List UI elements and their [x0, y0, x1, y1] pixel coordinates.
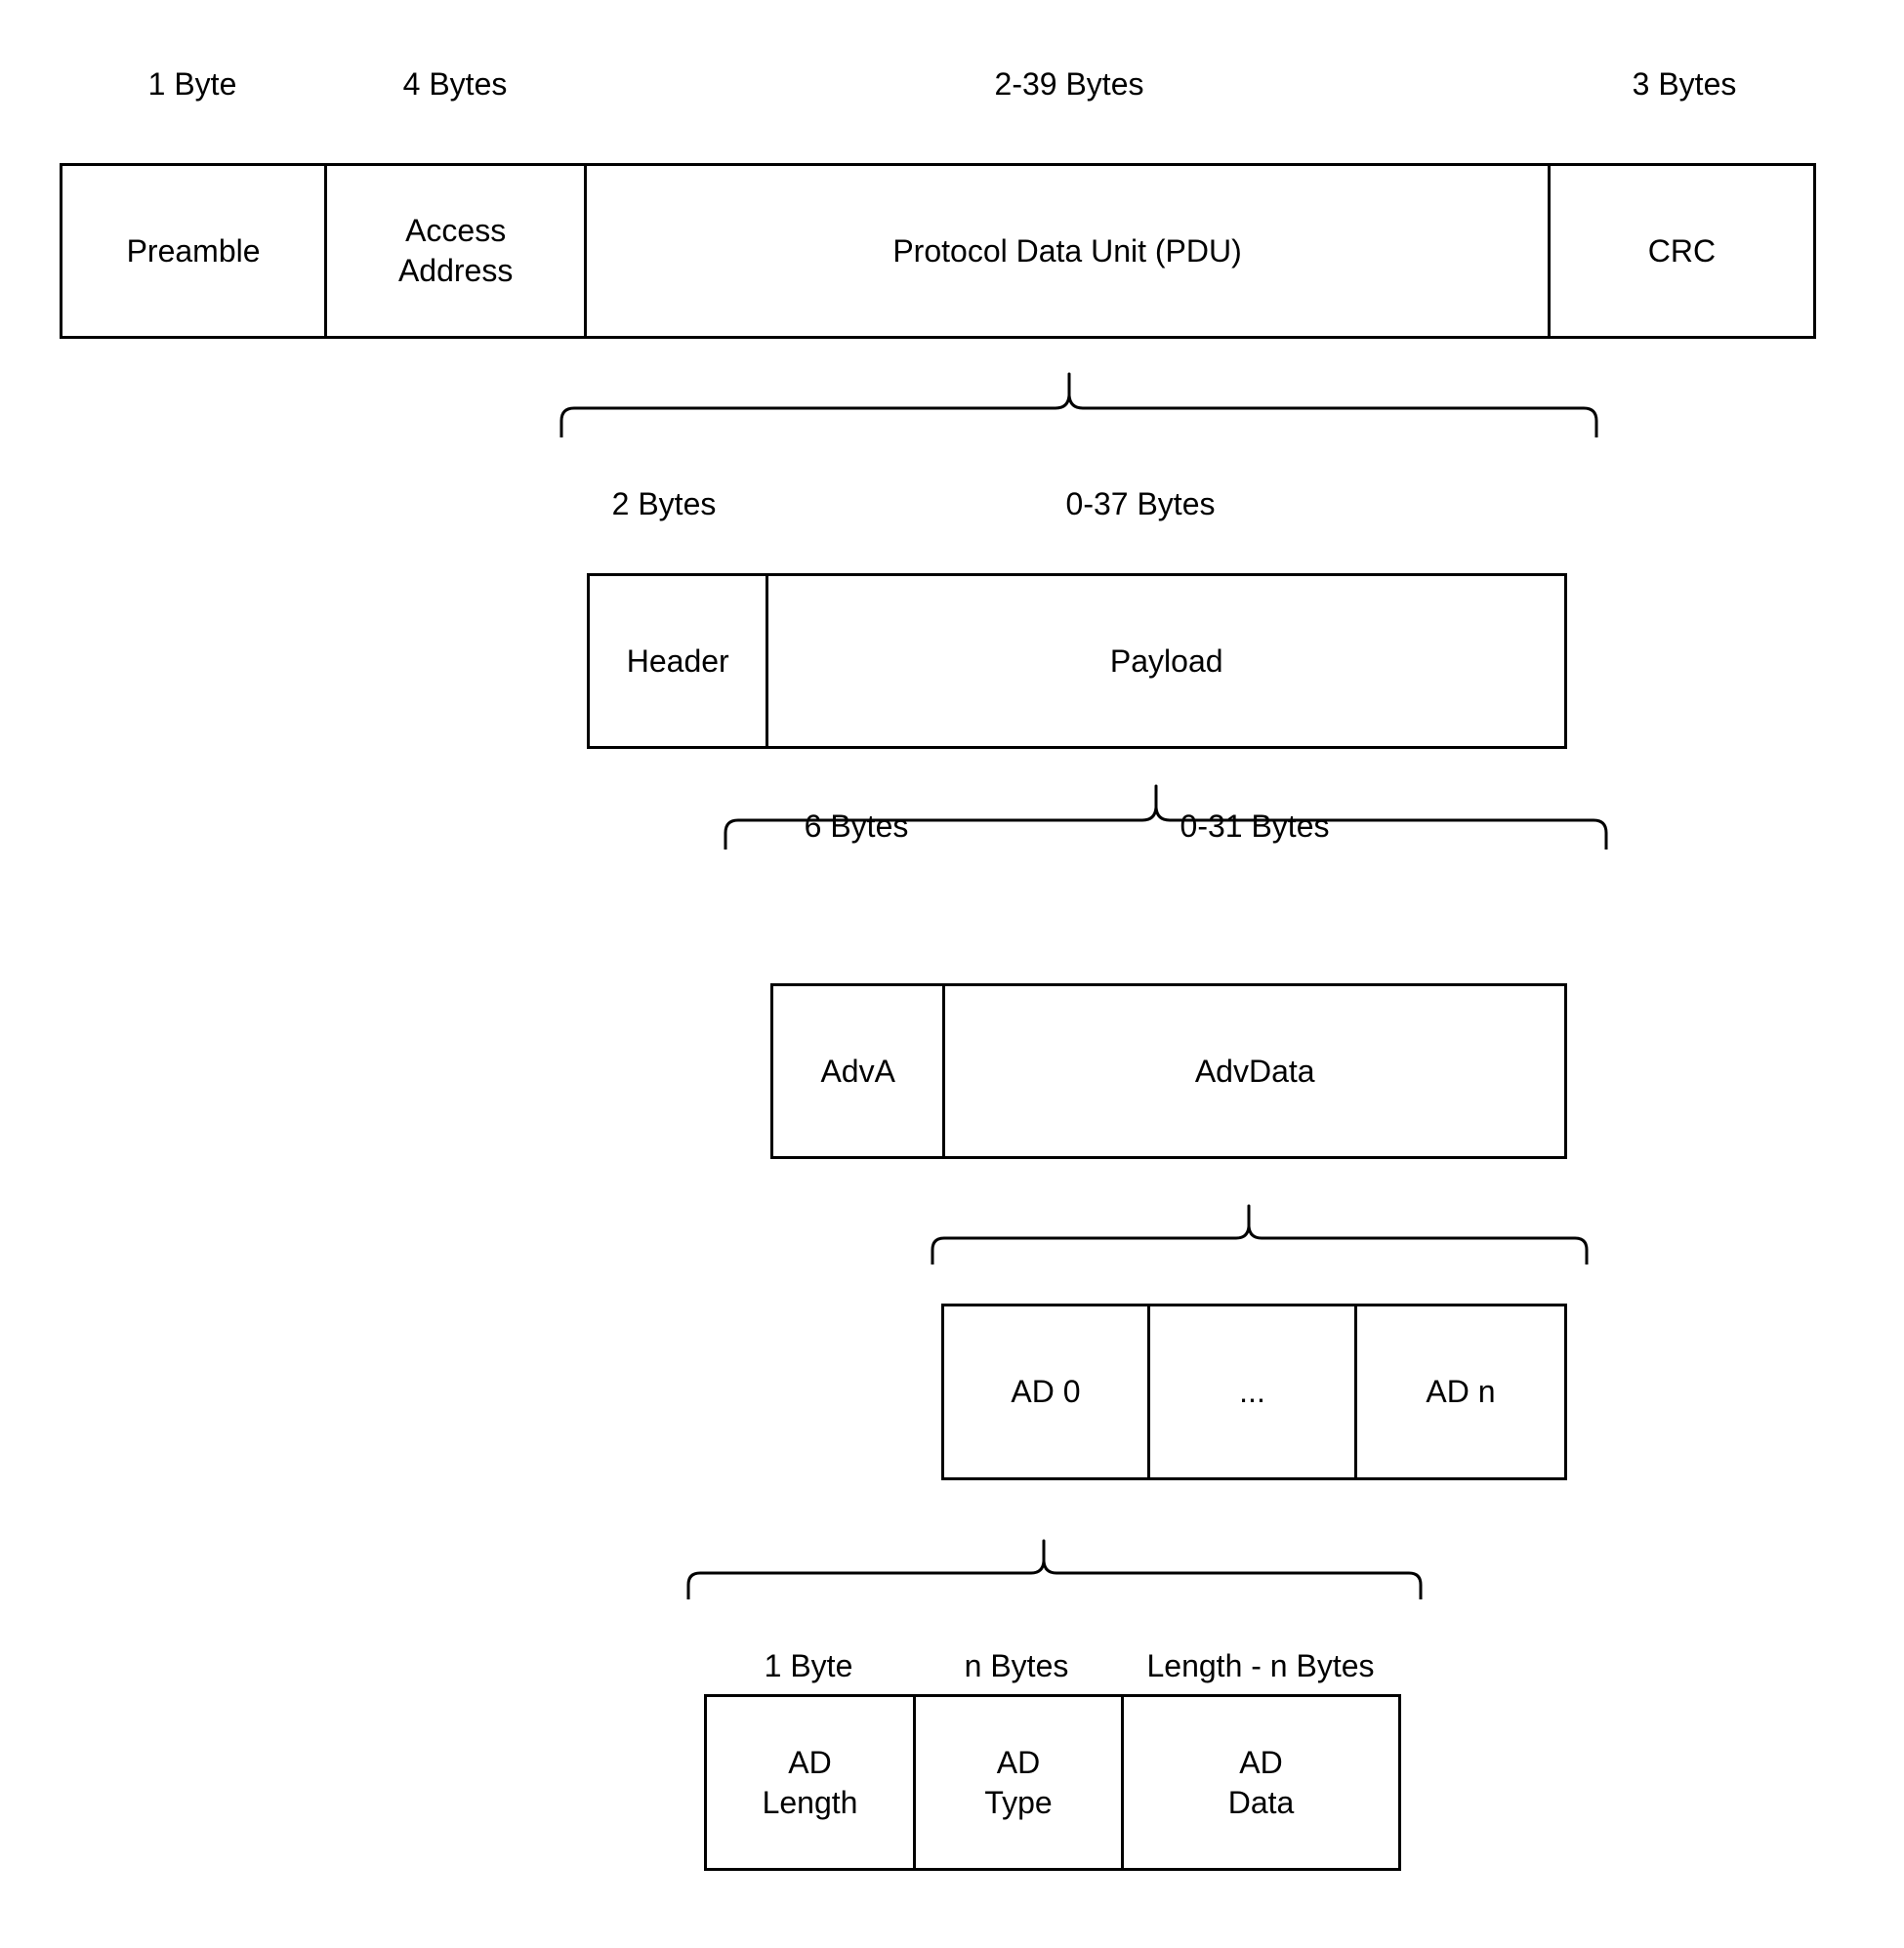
field-ad-n: AD n — [1357, 1306, 1564, 1477]
field-preamble: Preamble — [62, 166, 328, 336]
field-adva: AdvA — [773, 986, 946, 1156]
field-crc: CRC — [1550, 166, 1813, 336]
packet-row-advdata: AD 0 ... AD n — [941, 1304, 1567, 1480]
size-label-ad-length: 1 Byte — [764, 1648, 853, 1683]
size-label-header: 2 Bytes — [611, 486, 717, 521]
size-label-adva: 6 Bytes — [804, 808, 909, 844]
field-payload: Payload — [768, 576, 1564, 746]
field-ad-type: AD Type — [916, 1697, 1124, 1868]
packet-row-pdu: Header Payload — [587, 573, 1567, 749]
size-label-ad-type: n Bytes — [964, 1648, 1069, 1683]
field-advdata: AdvData — [945, 986, 1564, 1156]
field-ad-length: AD Length — [707, 1697, 916, 1868]
size-label-advdata: 0-31 Bytes — [1180, 808, 1330, 844]
size-label-access-address: 4 Bytes — [402, 66, 508, 102]
brace-pdu-expand — [559, 372, 1598, 437]
field-ad-ellipsis: ... — [1150, 1306, 1357, 1477]
field-access-address: Access Address — [327, 166, 588, 336]
field-ad-0: AD 0 — [944, 1306, 1150, 1477]
size-label-ad-data: Length - n Bytes — [1146, 1648, 1375, 1683]
size-label-preamble: 1 Byte — [147, 66, 237, 102]
field-ad-data: AD Data — [1124, 1697, 1398, 1868]
brace-payload-expand — [724, 784, 1608, 850]
size-label-crc: 3 Bytes — [1632, 66, 1737, 102]
size-label-payload: 0-37 Bytes — [1065, 486, 1216, 521]
size-label-pdu: 2-39 Bytes — [994, 66, 1144, 102]
brace-advdata-expand — [931, 1204, 1589, 1264]
field-header: Header — [590, 576, 769, 746]
field-pdu: Protocol Data Unit (PDU) — [587, 166, 1551, 336]
packet-row-payload: AdvA AdvData — [770, 983, 1567, 1159]
packet-row-link-layer: Preamble Access Address Protocol Data Un… — [60, 163, 1816, 339]
brace-ad-expand — [686, 1539, 1423, 1599]
packet-row-ad-structure: AD Length AD Type AD Data — [704, 1694, 1401, 1871]
